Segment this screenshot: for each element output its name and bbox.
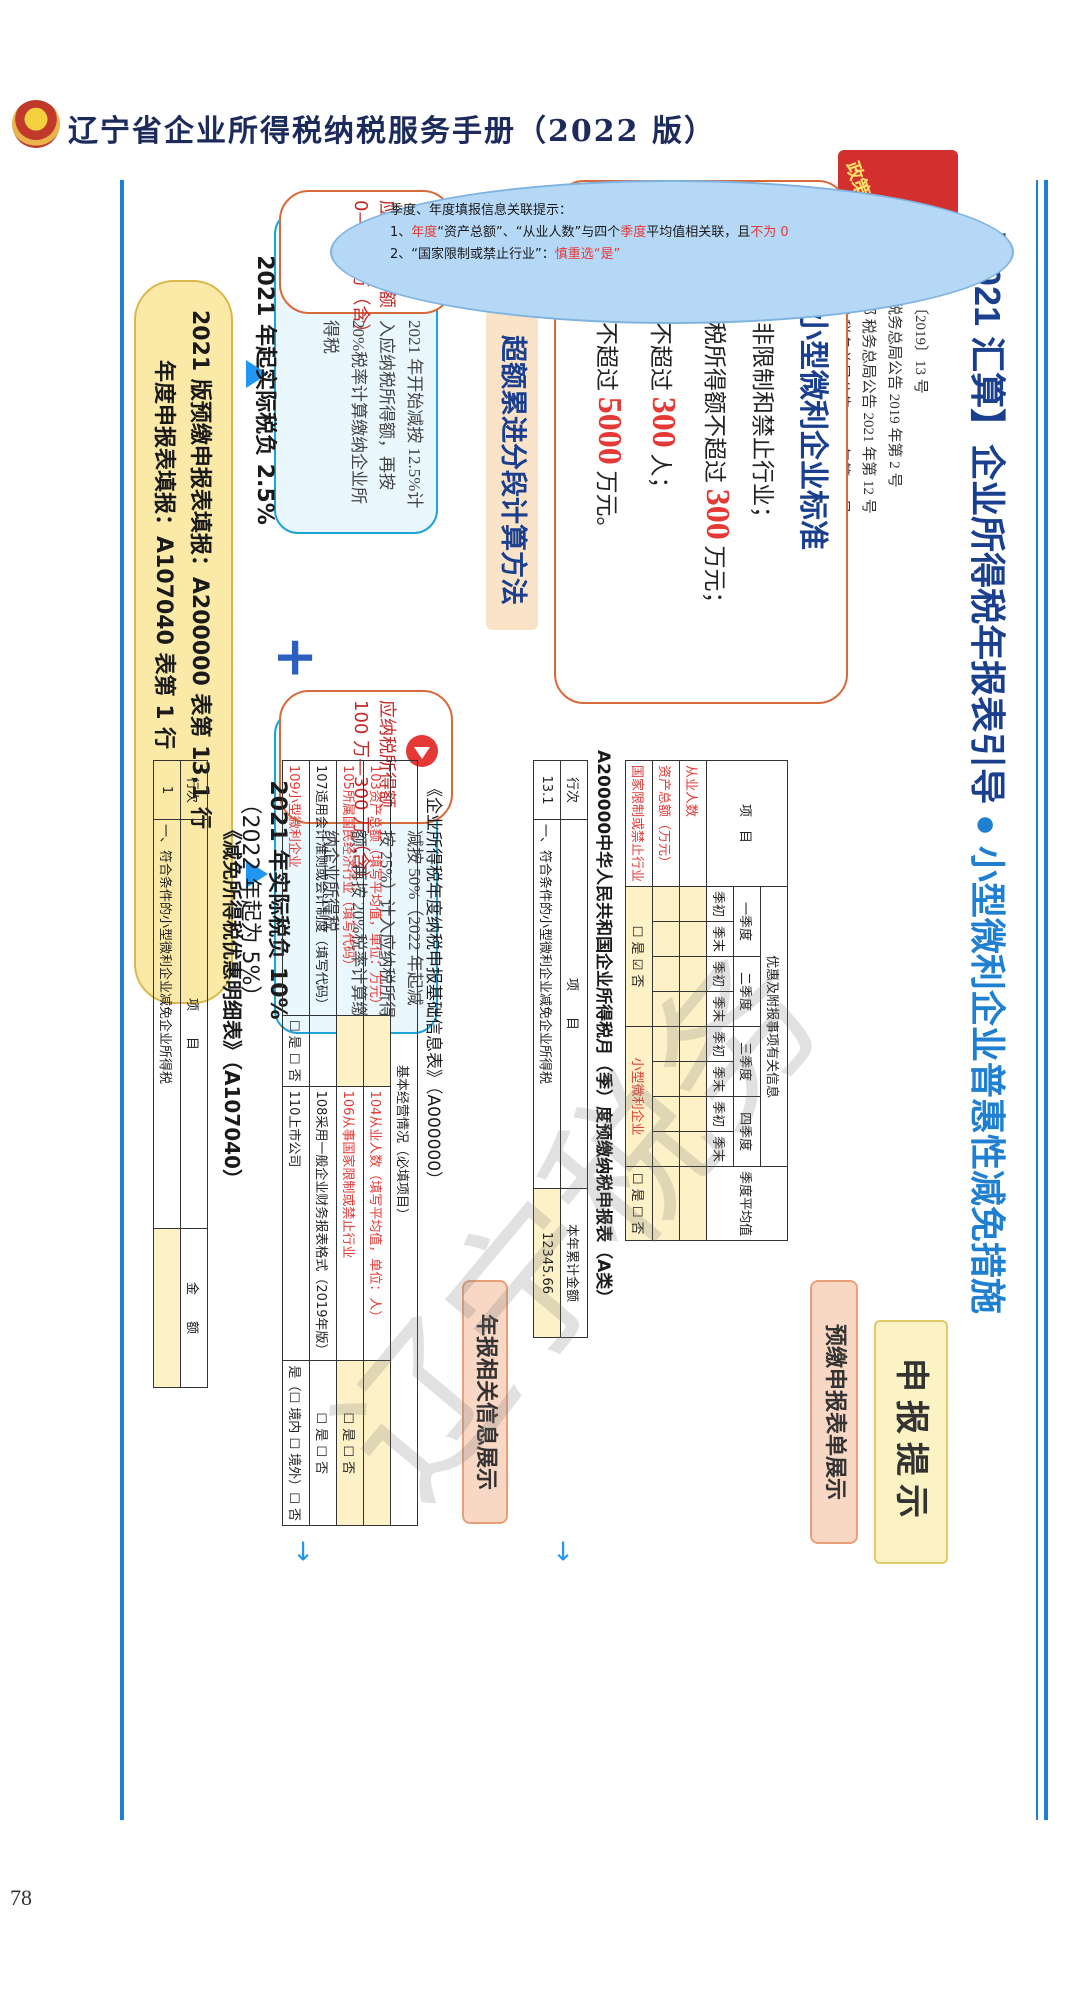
frame-top <box>1044 180 1048 1820</box>
a107040-caption: 《减免所得税优惠明细表》（A107040） <box>220 820 244 1189</box>
standard-title: 小型微利企业标准 <box>795 310 830 550</box>
yes-no-checkbox[interactable]: ☐ 是 ☐ 否 <box>282 1015 310 1087</box>
content-panel: 【2021 汇算】企业所得税年报表引导 ● 小型微利企业普惠性减免措施 政策解读… <box>118 150 1048 1820</box>
arrow-icon: → <box>288 1540 318 1562</box>
a200000-table: 行次 项 目 本年累计金额 13.1 一、符合条件的小型微利企业减免企业所得税 … <box>533 760 588 1338</box>
arrow-icon: → <box>548 1540 578 1562</box>
rotated-panel: 【2021 汇算】企业所得税年报表引导 ● 小型微利企业普惠性减免措施 政策解读… <box>118 150 1048 1820</box>
quarter-table: 项 目 优惠及附报事项有关信息 季度平均值 一季度 二季度 三季度 四季度 季初… <box>625 760 788 1241</box>
page-header: 辽宁省企业所得税纳税服务手册（2022 版） <box>0 100 1080 160</box>
listing-checkbox[interactable]: 是（☐ 境内 ☐ 境外）☐ 否 <box>282 1360 310 1526</box>
fill-guide-2: 年度申报表填报：A107040 表第 1 行 <box>151 360 176 750</box>
yes-no-checkbox[interactable]: ☐ 是 ☑ 否 <box>625 886 653 1027</box>
tax-emblem-icon <box>12 100 60 148</box>
row-label: 资产总额（万元） <box>652 760 680 887</box>
frame-top-thin <box>1036 180 1038 1820</box>
a000000-table: 基本经营情况（必填项目） 103资产总额（填写平均值，单位：万元） 104从业人… <box>282 760 418 1526</box>
col-avg: 季度平均值 <box>706 1166 788 1241</box>
a107040-value[interactable] <box>153 1228 181 1388</box>
quarter: 二季度 <box>733 956 761 1027</box>
quarter: 四季度 <box>733 1096 761 1167</box>
rate-label-1: 2021 年起实际税负 2.5% <box>252 255 277 525</box>
fill-guide-1: 2021 版预缴申报表填报：A200000 表第 13.1 行 <box>187 310 212 830</box>
yes-no-checkbox[interactable]: ☐ 是 ☐ 否 <box>625 1166 653 1241</box>
frame-bottom <box>120 180 124 1820</box>
title-bar: 【2021 汇算】企业所得税年报表引导 ● 小型微利企业普惠性减免措施 <box>956 180 1026 1820</box>
title-suffix: 小型微利企业普惠性减免措施 <box>967 845 1008 1314</box>
segment-1-body: 2021 年开始减按 12.5%计入应纳税所得额，再按 20%税率计算缴纳企业所… <box>321 320 424 509</box>
a200000-value[interactable]: 12345.66 <box>533 1188 561 1338</box>
row-label: 国家限制或禁止行业 <box>625 760 653 887</box>
a107040-table: 行次 项 目 金 额 1 一、符合条件的小型微利企业减免企业所得税 <box>153 760 208 1388</box>
page-number: 78 <box>10 1885 32 1910</box>
a200000-caption: A200000中华人民共和国企业所得税月（季）度预缴纳税申报表（A类） <box>593 750 613 1307</box>
doc-line: 财税〔2019〕13 号 <box>912 270 928 394</box>
tips-oval <box>330 180 1014 324</box>
report-tip-tag: 申报提示 <box>874 1320 948 1564</box>
small-enterprise-label: 小型微利企业 <box>625 1026 653 1167</box>
row-label: 从业人数 <box>679 760 707 887</box>
plus-icon: + <box>265 635 328 681</box>
title-prefix: 【2021 汇算】企业所得税年报表引导 <box>967 210 1008 805</box>
col-item: 项 目 <box>706 760 788 887</box>
method-title: 超额累进分段计算方法 <box>486 310 538 630</box>
header-title: 辽宁省企业所得税纳税服务手册（2022 版） <box>68 114 716 149</box>
quarter: 三季度 <box>733 1026 761 1097</box>
annual-tag: 年报相关信息展示 <box>462 1280 508 1524</box>
tips-text: 季度、年度填报信息关联提示： 1、年度“资产总额”、“从业人数”与四个季度平均值… <box>390 203 789 262</box>
title-dot: ● <box>967 814 1008 836</box>
group-header: 优惠及附报事项有关信息 <box>760 886 788 1167</box>
yes-no-checkbox[interactable]: ☐ 是 ☐ 否 <box>336 1360 364 1526</box>
quarter: 一季度 <box>733 886 761 957</box>
page-title: 【2021 汇算】企业所得税年报表引导 ● 小型微利企业普惠性减免措施 <box>964 210 1016 1314</box>
prepay-tag: 预缴申报表单展示 <box>810 1280 858 1544</box>
yes-no-checkbox[interactable]: ☐ 是 ☐ 否 <box>309 1360 337 1526</box>
a000000-caption: 《企业所得税年度纳税申报基础信息表》（A000000） <box>423 780 443 1189</box>
